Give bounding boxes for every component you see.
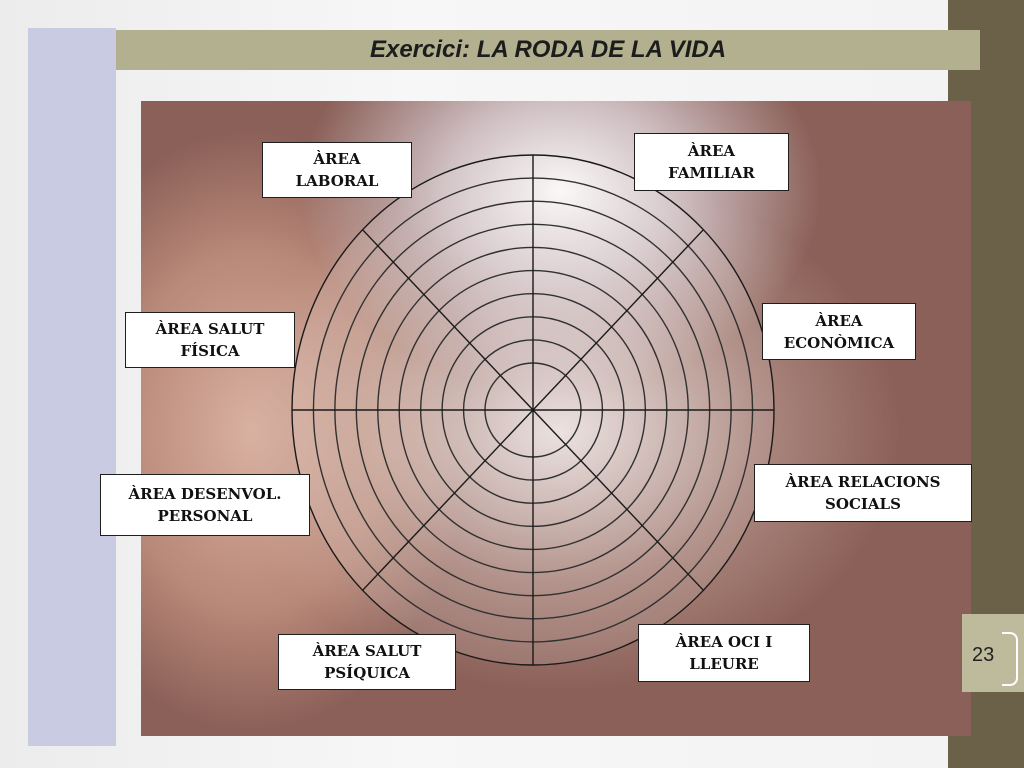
page-number: 23 [972, 644, 995, 666]
wheel-spoke [362, 229, 534, 411]
area-label-laboral: ÀREA LABORAL [262, 142, 412, 198]
area-label-familiar: ÀREA FAMILIAR [634, 133, 789, 191]
page-number-tab: 23 [962, 614, 1024, 692]
life-wheel [291, 154, 775, 666]
background-photo [141, 101, 971, 736]
area-label-salut-psiquica: ÀREA SALUT PSÍQUICA [278, 634, 456, 690]
wheel-spoke [532, 409, 704, 591]
page-bracket-decoration [1002, 632, 1018, 686]
wheel-spoke [532, 229, 704, 411]
left-accent-bar [28, 28, 116, 746]
area-label-salut-fisica: ÀREA SALUT FÍSICA [125, 312, 295, 368]
area-label-economica: ÀREA ECONÒMICA [762, 303, 916, 360]
slide-title: Exercici: LA RODA DE LA VIDA [369, 36, 727, 63]
area-label-relacions-socials: ÀREA RELACIONS SOCIALS [754, 464, 972, 522]
wheel-spoke [362, 409, 534, 591]
title-band: Exercici: LA RODA DE LA VIDA [116, 30, 980, 70]
area-label-oci-lleure: ÀREA OCI I LLEURE [638, 624, 810, 682]
area-label-desenvol-personal: ÀREA DESENVOL. PERSONAL [100, 474, 310, 536]
